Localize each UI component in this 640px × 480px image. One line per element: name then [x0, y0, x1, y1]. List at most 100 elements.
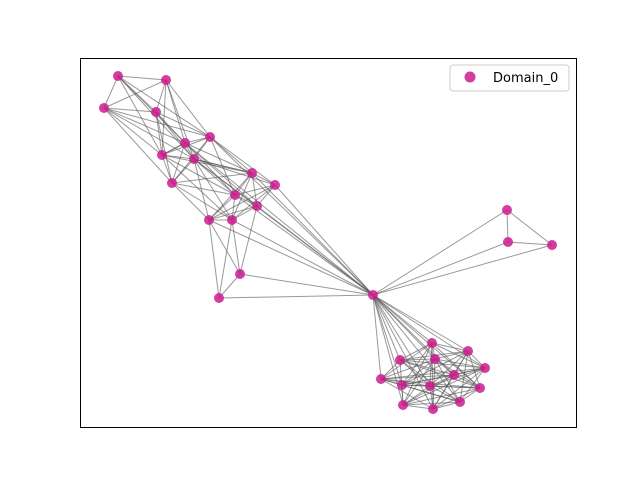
edge: [209, 136, 253, 174]
edge: [239, 273, 374, 296]
node-point: [376, 374, 386, 384]
edge: [117, 75, 163, 156]
edge: [155, 79, 167, 113]
node-point: [99, 103, 109, 113]
edge: [399, 359, 431, 387]
node-point: [455, 397, 465, 407]
edge: [208, 184, 276, 221]
edge: [459, 367, 486, 403]
node-point: [425, 381, 435, 391]
edge: [372, 294, 455, 376]
edge: [234, 194, 374, 296]
edge: [155, 111, 186, 144]
edge: [161, 154, 236, 196]
edge: [208, 219, 220, 299]
edge: [103, 107, 195, 160]
node-point: [247, 168, 257, 178]
edge: [402, 404, 434, 410]
edge: [103, 107, 157, 113]
edge: [218, 294, 374, 299]
edge: [218, 273, 241, 299]
edge: [208, 219, 241, 275]
edge: [372, 294, 461, 403]
edge: [155, 111, 195, 160]
edge: [380, 358, 436, 380]
edge: [399, 358, 436, 361]
node-point: [449, 370, 459, 380]
node-point: [428, 404, 438, 414]
edge: [506, 209, 509, 243]
edge: [372, 294, 469, 352]
edge: [380, 367, 486, 380]
nodes-layer: [99, 71, 557, 414]
edge: [171, 172, 253, 184]
node-point: [157, 150, 167, 160]
edge: [431, 342, 469, 352]
edge: [171, 182, 210, 221]
node-point: [252, 201, 262, 211]
edge: [171, 182, 233, 221]
edge: [155, 111, 211, 138]
edge: [372, 244, 553, 296]
edge: [399, 359, 481, 389]
edge: [372, 241, 509, 296]
node-point: [113, 71, 123, 81]
legend-marker: [464, 71, 476, 83]
node-point: [214, 293, 224, 303]
node-point: [480, 363, 490, 373]
edge: [239, 205, 258, 275]
edge: [117, 75, 211, 138]
node-point: [189, 154, 199, 164]
edge: [218, 219, 233, 299]
node-point: [167, 178, 177, 188]
edge: [209, 136, 374, 296]
legend-label: Domain_0: [493, 71, 558, 86]
edge: [459, 350, 469, 403]
edge: [399, 342, 433, 361]
edge: [372, 294, 403, 386]
legend-box: [449, 64, 570, 92]
edge: [209, 136, 236, 196]
edge: [171, 182, 236, 196]
node-point: [430, 354, 440, 364]
node-point: [368, 290, 378, 300]
edge: [402, 401, 461, 406]
edge: [117, 75, 186, 144]
edge: [184, 142, 258, 207]
edge: [429, 385, 481, 389]
edge: [256, 205, 374, 296]
node-point: [427, 338, 437, 348]
edge: [209, 136, 276, 186]
edge: [117, 75, 167, 81]
edge: [380, 374, 455, 380]
node-point: [180, 138, 190, 148]
edge: [372, 294, 434, 410]
edge: [274, 184, 374, 296]
node-point: [463, 346, 473, 356]
edge: [103, 107, 163, 156]
edge: [506, 209, 553, 246]
edge: [193, 158, 233, 221]
node-point: [151, 107, 161, 117]
node-point: [205, 132, 215, 142]
node-point: [502, 205, 512, 215]
node-point: [475, 383, 485, 393]
node-point: [398, 400, 408, 410]
edge: [193, 158, 210, 221]
edge: [372, 294, 382, 380]
edge: [103, 107, 211, 138]
edge: [161, 154, 233, 221]
node-point: [161, 75, 171, 85]
edge: [165, 79, 195, 160]
edge: [165, 79, 186, 144]
edge: [208, 219, 374, 296]
edge: [432, 367, 486, 410]
edge: [184, 142, 253, 174]
node-point: [230, 190, 240, 200]
edge: [184, 142, 236, 196]
edge: [103, 75, 119, 109]
edge: [171, 142, 186, 184]
edge: [372, 294, 401, 361]
node-point: [270, 180, 280, 190]
